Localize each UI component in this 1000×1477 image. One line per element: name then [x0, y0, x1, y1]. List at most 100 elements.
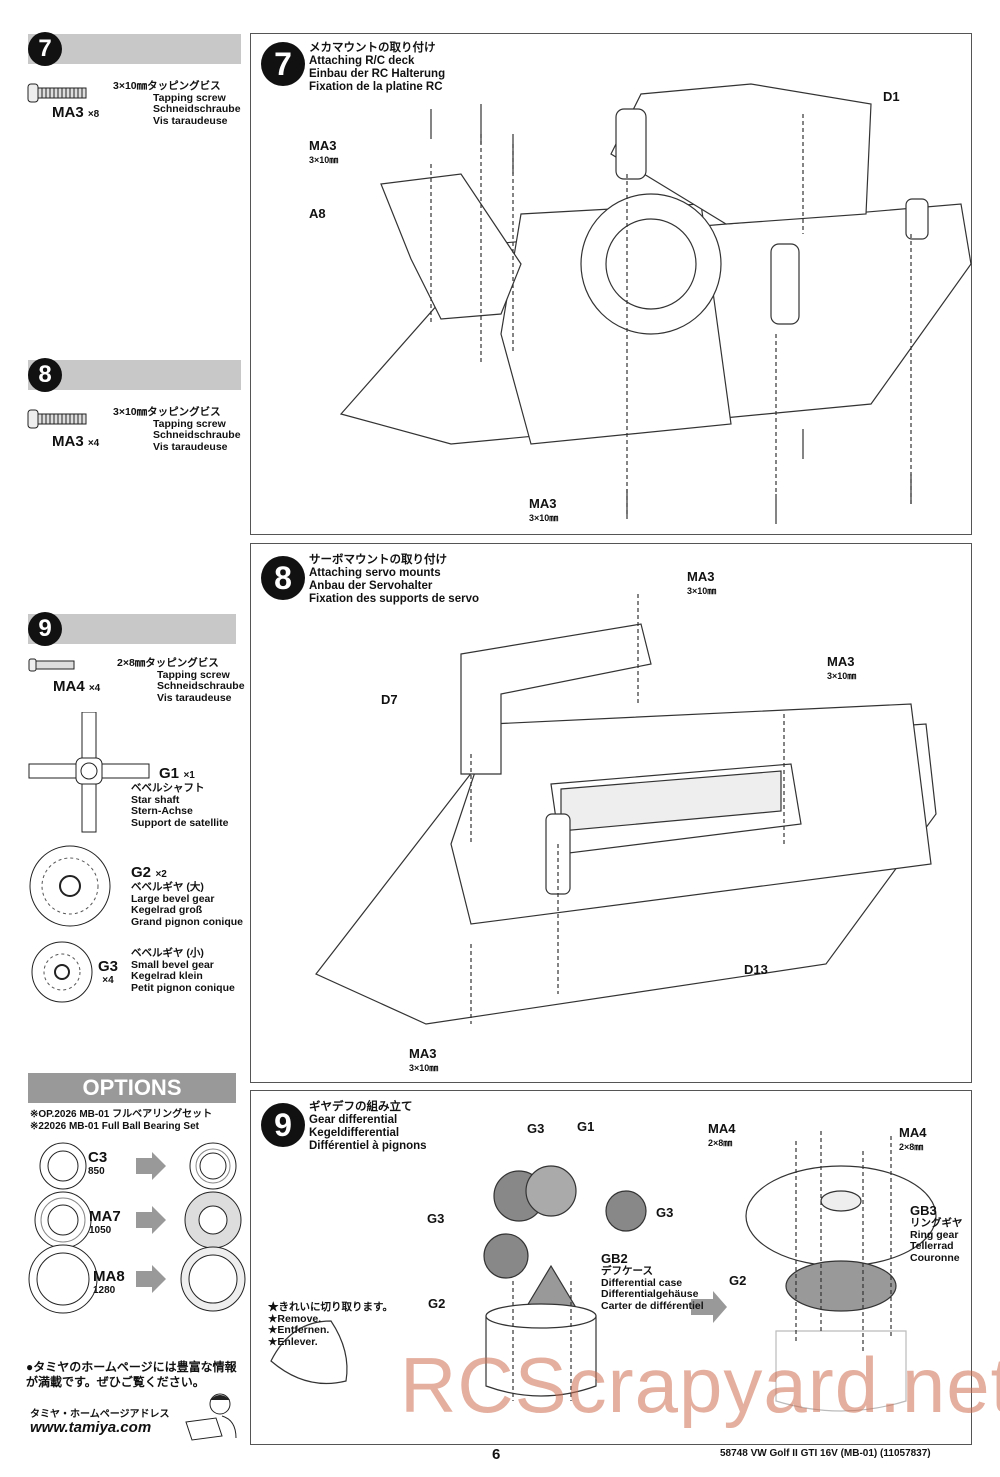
desc-jp: ベベルギヤ (大)	[131, 881, 204, 893]
part-code: MA3	[52, 433, 84, 450]
step8-header-bar	[28, 360, 241, 390]
desc-fr: Vis taraudeuse	[157, 691, 232, 704]
screw-icon	[27, 409, 87, 429]
bearing-options-drawing	[28, 1142, 246, 1314]
label-g2-left: G2	[428, 1296, 446, 1311]
step7-number: 7	[261, 42, 305, 86]
desc-en: Small bevel gear	[131, 958, 214, 971]
size: 2×8㎜タッピングビス	[117, 657, 219, 669]
title-jp: サーボマウントの取り付け	[309, 554, 447, 566]
g3-code: G3×4	[98, 958, 118, 986]
part-qty: ×4	[87, 438, 100, 449]
item-code: 850	[88, 1166, 105, 1177]
desc-en: Tapping screw	[153, 91, 226, 104]
servo-mount-assembly-drawing	[315, 594, 937, 1025]
title-de: Kegeldifferential	[309, 1127, 400, 1139]
desc-fr: Support de satellite	[131, 816, 229, 829]
gear-differential-assembly-drawing	[270, 1131, 937, 1412]
part-desc: 2×8㎜タッピングビス Tapping screw Schneidschraub…	[117, 657, 247, 704]
homepage-label: タミヤ・ホームページアドレス	[30, 1409, 170, 1420]
desc-jp: ベベルシャフト	[131, 782, 205, 794]
desc-en: Ring gear	[910, 1228, 959, 1241]
part-code: MA3	[827, 654, 855, 669]
title-fr: Différentiel à pignons	[309, 1140, 427, 1152]
desc-en: Differential case	[601, 1276, 683, 1289]
part-size: 2×8㎜	[899, 1142, 924, 1152]
part-code: G2	[131, 864, 152, 881]
label-g3-top: G3	[527, 1121, 545, 1136]
watermark: RCScrapyard.net	[400, 1341, 1000, 1429]
title-de: Einbau der RC Halterung	[309, 68, 446, 80]
part-size: 3×10㎜	[409, 1063, 439, 1073]
homepage-url-link[interactable]: www.tamiya.com	[30, 1419, 152, 1436]
label-ma4-right: MA4 2×8㎜	[899, 1125, 926, 1153]
part-code: MA3	[52, 104, 84, 121]
part-code: MA7	[89, 1208, 121, 1225]
desc-fr: Couronne	[910, 1251, 960, 1264]
part-code: MA3	[409, 1046, 437, 1061]
part-code: MA3	[309, 138, 337, 153]
star-shaft-icon	[28, 712, 150, 833]
person-at-computer-icon	[185, 1393, 237, 1441]
desc-en: Large bevel gear	[131, 892, 215, 905]
part-qty: ×2	[155, 869, 167, 880]
step9-number: 9	[261, 1103, 305, 1147]
part-code: C3	[88, 1149, 108, 1166]
part-qty: ×4	[88, 683, 101, 694]
part-code: G3	[98, 958, 119, 975]
part-ma4: MA4 ×4	[53, 678, 100, 695]
title-de: Anbau der Servohalter	[309, 580, 433, 592]
desc-de: Schneidschraube	[153, 429, 241, 441]
step8-number: 8	[28, 358, 62, 392]
label-a8: A8	[309, 206, 326, 221]
part-desc: 3×10㎜タッピングビス Tapping screw Schneidschrau…	[113, 406, 243, 453]
part-ma3: MA3 ×4	[52, 433, 99, 450]
part-qty: ×8	[87, 109, 100, 120]
options-note: ※OP.2026 MB-01 フルベアリングセット※22026 MB-01 Fu…	[30, 1109, 212, 1132]
desc-jp: リングギヤ	[910, 1217, 963, 1229]
label-d13: D13	[744, 962, 768, 977]
step7-header-bar	[28, 34, 241, 64]
part-ma3: MA3 ×8	[52, 104, 99, 121]
remove-note: ★きれいに切り取ります。★Remove.★Entfernen.★Enlever.	[268, 1301, 393, 1348]
part-size: 2×8㎜	[708, 1138, 733, 1148]
item-code: 1050	[89, 1225, 112, 1236]
step8-number: 8	[261, 556, 305, 600]
part-size: 3×10㎜	[687, 586, 717, 596]
desc-en: Tapping screw	[153, 417, 226, 430]
desc-de: Kegelrad groß	[131, 904, 203, 916]
desc-de: Schneidschraube	[157, 680, 245, 692]
label-g2-right: G2	[729, 1273, 747, 1288]
title-en: Gear differential	[309, 1114, 398, 1126]
label-ma3-c: MA3 3×10㎜	[409, 1046, 438, 1074]
desc-jp: ベベルギヤ (小)	[131, 947, 204, 959]
part-qty: ×4	[102, 975, 114, 986]
title-fr: Fixation des supports de servo	[309, 593, 479, 605]
note-en: ★Remove.	[268, 1312, 322, 1325]
desc-de: Schneidschraube	[153, 103, 241, 115]
desc-jp: デフケース	[601, 1265, 653, 1277]
part-code: MA4	[899, 1125, 927, 1140]
homepage-text: ●タミヤのホームページには豊富な情報が満載です。ぜひご覧ください。	[26, 1360, 237, 1389]
options-header: OPTIONS	[28, 1073, 236, 1103]
note-fr: ★Enlever.	[268, 1335, 318, 1348]
option-line: ※OP.2026 MB-01 フルベアリングセット	[30, 1109, 213, 1120]
desc-fr: Petit pignon conique	[131, 981, 235, 994]
note-de: ★Entfernen.	[268, 1324, 330, 1336]
size: 3×10㎜タッピングビス	[113, 80, 221, 92]
